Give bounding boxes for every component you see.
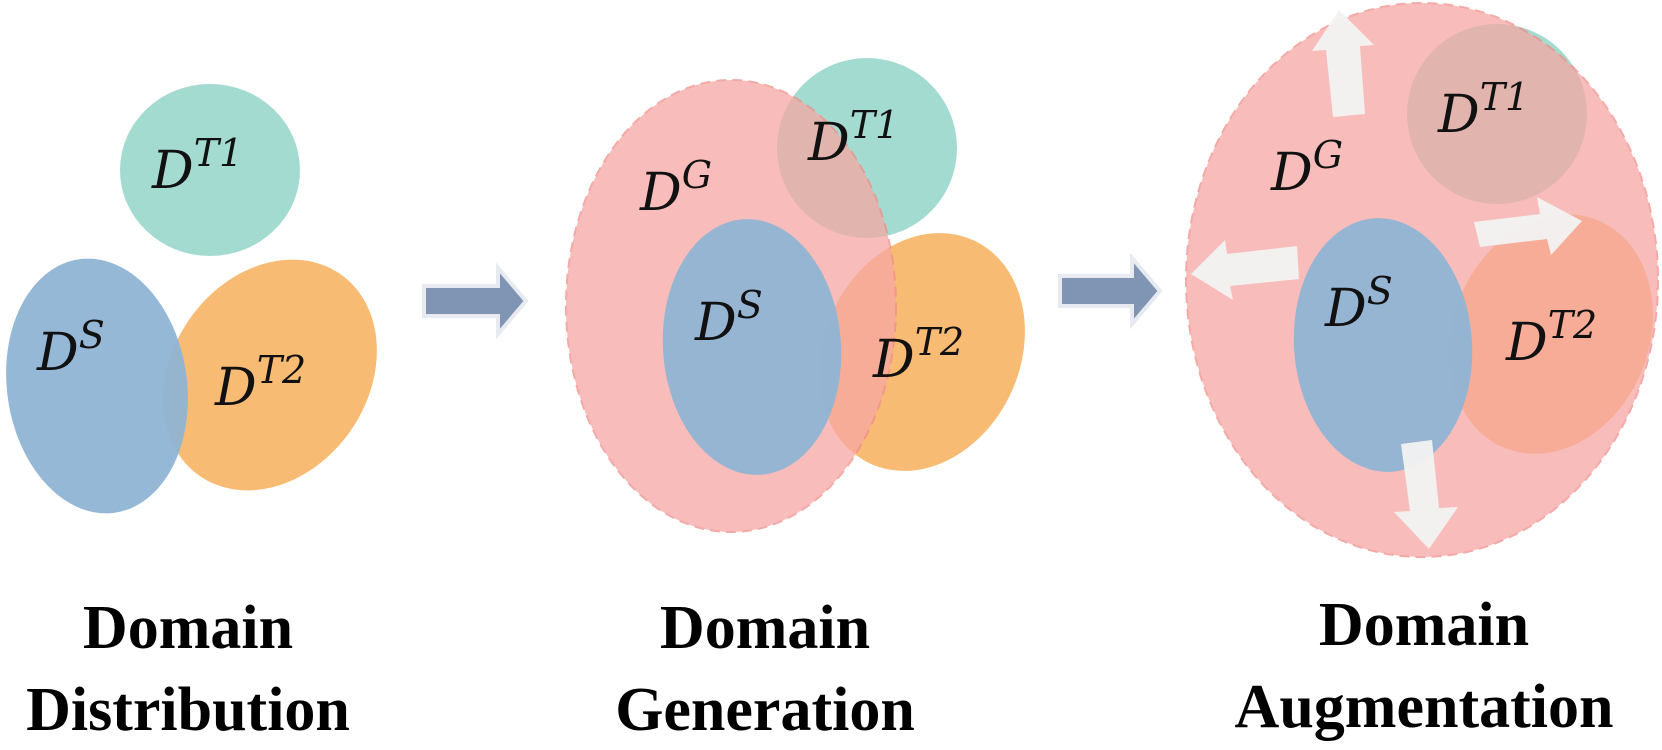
expand-arrow-up [1312, 10, 1374, 117]
source-label: DS [36, 313, 105, 383]
generated-label: DG [1270, 133, 1343, 203]
caption-line1: Domain [1319, 591, 1529, 659]
target1-label: DT1 [151, 131, 243, 201]
caption-line2: Generation [615, 676, 915, 744]
target2-label: DT2 [872, 320, 964, 390]
source-ellipse [6, 258, 188, 514]
target1-label: DT1 [807, 103, 899, 173]
expand-arrow-right [1474, 197, 1582, 255]
target2-ellipse [163, 259, 377, 491]
panel-distribution: DT1 DS DT2 Domain Distribution [6, 84, 377, 744]
caption-line1: Domain [83, 594, 293, 662]
target2-label: DT2 [214, 348, 306, 418]
source-ellipse [1293, 218, 1473, 472]
generated-label: DG [639, 153, 712, 223]
flow-arrow-2 [1058, 252, 1163, 330]
caption-line2: Augmentation [1235, 673, 1614, 741]
caption-line1: Domain [660, 594, 870, 662]
expand-arrow-down [1394, 440, 1458, 549]
target1-label: DT1 [1437, 75, 1529, 145]
expand-arrow-left [1191, 240, 1299, 300]
panel-generation: DG DT1 DS DT2 Domain Generation [565, 58, 1025, 744]
source-label: DS [694, 283, 763, 353]
panel-augmentation: DG DT1 DS DT2 Domain Augmentation [1185, 2, 1659, 741]
caption-line2: Distribution [26, 676, 350, 744]
target1-ellipse [120, 84, 300, 256]
source-label: DS [1324, 269, 1393, 339]
source-ellipse [662, 219, 842, 475]
flow-arrow-1 [422, 262, 529, 340]
target2-label: DT2 [1505, 303, 1597, 373]
